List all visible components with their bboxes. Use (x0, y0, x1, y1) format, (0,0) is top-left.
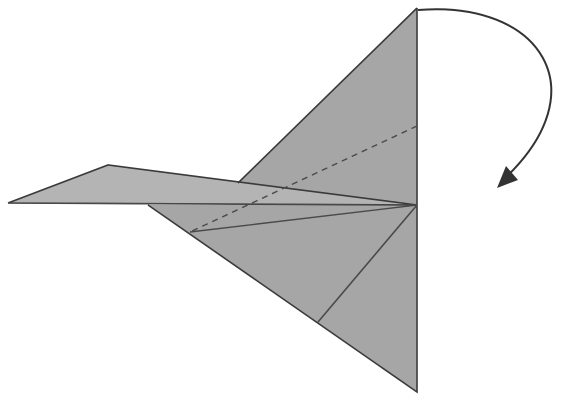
upper-fin-panel (238, 8, 417, 205)
curved-fold-arrow (418, 9, 551, 180)
